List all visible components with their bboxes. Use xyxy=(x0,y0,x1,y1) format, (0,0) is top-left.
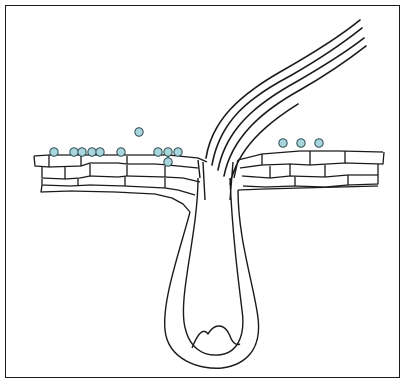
skin-left-cell-row-2 xyxy=(42,167,200,182)
particle-dot xyxy=(315,139,323,147)
particle-dot xyxy=(164,148,172,156)
particle-dot xyxy=(50,148,58,156)
hair-strand-5 xyxy=(230,104,298,184)
skin-left xyxy=(34,155,207,212)
skin-right-cell-row-2 xyxy=(242,164,378,178)
skin-left-cell-divider xyxy=(49,155,168,167)
particle-dot xyxy=(70,148,78,156)
particle-dot xyxy=(117,148,125,156)
particle-dot xyxy=(78,148,86,156)
particle-dot xyxy=(174,148,182,156)
hair-strand-3 xyxy=(218,38,364,170)
hair-follicle xyxy=(165,160,259,368)
particle-dot xyxy=(88,148,96,156)
particle-dot xyxy=(135,128,143,136)
dermal-papilla xyxy=(192,326,240,348)
particle-dot xyxy=(96,148,104,156)
follicle-opening-left xyxy=(198,160,205,200)
particle-dot xyxy=(154,148,162,156)
particle-dot xyxy=(164,158,172,166)
hair-shaft xyxy=(206,20,366,184)
surface-particles xyxy=(50,128,323,166)
particle-dot xyxy=(297,139,305,147)
skin-left-cell-row-1 xyxy=(34,156,198,168)
follicle-outer-wall xyxy=(165,190,259,368)
particle-dot xyxy=(279,139,287,147)
skin-right xyxy=(238,151,384,190)
